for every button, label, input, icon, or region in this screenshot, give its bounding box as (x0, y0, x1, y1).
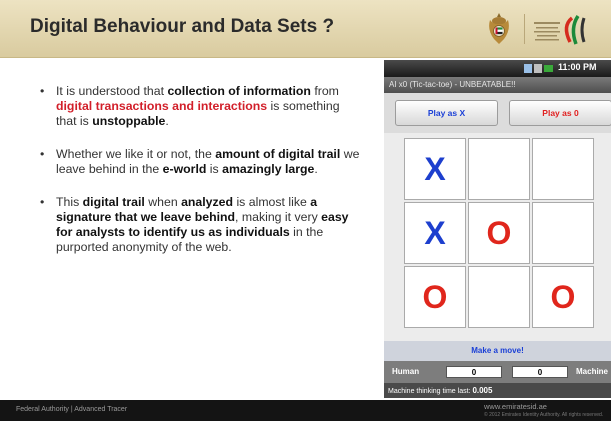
highlight-text: digital transactions and interactions (56, 99, 268, 113)
play-as-o-button[interactable]: Play as 0 (509, 100, 611, 126)
app-title: AI x0 (Tic-tac-toe) - UNBEATABLE!! (384, 77, 611, 93)
board-cell[interactable] (532, 202, 594, 264)
bullet-text: Whether we like it or not, the (56, 147, 216, 161)
bold-text: amount of digital trail (215, 147, 341, 161)
board-cell[interactable]: O (532, 266, 594, 328)
logo-divider (524, 14, 525, 44)
machine-label: Machine (576, 367, 609, 376)
authority-logo-icon (534, 15, 586, 45)
bullet-text: from (310, 84, 339, 98)
bold-text: collection of information (167, 84, 311, 98)
bullet-item: • It is understood that collection of in… (40, 84, 360, 129)
footer-bar: Federal Authority | Advanced Tracer www.… (0, 400, 611, 421)
thinking-time-label: Machine thinking time last: (388, 388, 473, 395)
bullet-dot: • (40, 147, 45, 161)
make-move-label: Make a move! (384, 341, 611, 361)
bullet-text: when (144, 195, 182, 209)
board-cell[interactable]: O (468, 202, 530, 264)
header-bar: Digital Behaviour and Data Sets ? (0, 0, 611, 58)
phone-status-bar: 11:00 PM (384, 60, 611, 77)
bold-text: analyzed (181, 195, 234, 209)
board-cell[interactable]: X (404, 202, 466, 264)
footer-copyright: © 2012 Emirates Identity Authority. All … (484, 412, 604, 418)
bold-text: easy for analysts to identify us as indi… (56, 210, 349, 239)
score-row: Human 0 0 Machine (384, 361, 611, 383)
phone-screenshot: 11:00 PM AI x0 (Tic-tac-toe) - UNBEATABL… (384, 60, 611, 398)
footer-left-text: Federal Authority | Advanced Tracer (16, 406, 128, 413)
bullet-text: we leave behind in the (56, 147, 360, 176)
bullet-text: is something that is (56, 99, 340, 128)
board-cell[interactable] (468, 266, 530, 328)
board-cell[interactable]: O (404, 266, 466, 328)
play-as-x-button[interactable]: Play as X (395, 100, 498, 126)
bold-text: a signature that we leave behind (56, 195, 318, 224)
game-board: X X O O O (384, 133, 611, 341)
human-score: 0 (446, 366, 502, 378)
machine-score: 0 (512, 366, 568, 378)
bullet-text: is almost like (233, 195, 311, 209)
bullet-dot: • (40, 84, 45, 98)
bold-text: unstoppable (92, 114, 166, 128)
bullet-dot: • (40, 195, 45, 209)
bullet-text: , making it very (235, 210, 322, 224)
bullet-text: . (314, 162, 318, 176)
bold-text: amazingly large (222, 162, 315, 176)
bullet-text: is (206, 162, 223, 176)
human-label: Human (392, 367, 420, 376)
board-cell[interactable]: X (404, 138, 466, 200)
thinking-time-value: 0.005 (472, 386, 493, 395)
uae-emblem-icon (489, 13, 509, 44)
bullet-item: • This digital trail when analyzed is al… (40, 195, 360, 255)
board-cell[interactable] (468, 138, 530, 200)
signal-battery-icon (524, 64, 553, 73)
bullet-text: It is understood that (56, 84, 168, 98)
status-time: 11:00 PM (558, 62, 597, 72)
slide-title: Digital Behaviour and Data Sets ? (30, 16, 335, 37)
thinking-time: Machine thinking time last: 0.005 (384, 383, 611, 398)
play-button-row: Play as X Play as 0 (384, 93, 611, 133)
footer-url[interactable]: www.emiratesid.ae (484, 402, 547, 411)
bold-text: digital trail (82, 195, 145, 209)
bullet-list: • It is understood that collection of in… (40, 84, 360, 273)
bullet-item: • Whether we like it or not, the amount … (40, 147, 360, 177)
bullet-text: . (165, 114, 169, 128)
bold-text: e-world (162, 162, 207, 176)
board-cell[interactable] (532, 138, 594, 200)
bullet-text: in the purported anonymity of the web. (56, 225, 324, 254)
bullet-text: This (56, 195, 83, 209)
